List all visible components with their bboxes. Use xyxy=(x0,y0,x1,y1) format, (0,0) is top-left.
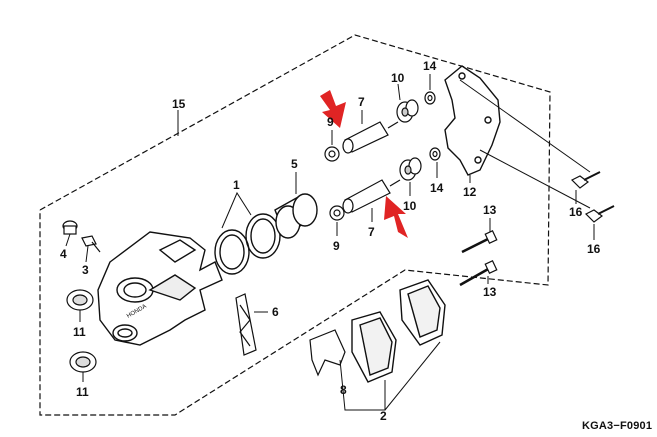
red-arrow-lower xyxy=(384,196,408,238)
boot-upper xyxy=(324,146,340,162)
label-9-lower: 9 xyxy=(333,239,340,253)
caliper-bracket xyxy=(444,65,501,176)
pad-spring xyxy=(235,293,257,356)
label-13-lower: 13 xyxy=(483,285,497,299)
label-11-lower: 11 xyxy=(76,385,89,399)
brake-pad-outer xyxy=(399,279,446,346)
label-16-upper: 16 xyxy=(569,205,583,219)
slide-pin-lower xyxy=(342,179,401,214)
label-14-lower: 14 xyxy=(430,181,444,195)
slide-pin-upper xyxy=(342,121,399,154)
bleeder-cap xyxy=(62,220,78,235)
label-11-upper: 11 xyxy=(73,325,86,339)
pin-boot-lower xyxy=(399,157,422,181)
mount-bolt-lower xyxy=(584,205,615,223)
label-10-lower: 10 xyxy=(403,199,417,213)
label-14-upper: 14 xyxy=(423,59,437,73)
label-12: 12 xyxy=(463,185,477,199)
label-15: 15 xyxy=(172,97,186,111)
label-1: 1 xyxy=(233,178,240,192)
piston-seal-set xyxy=(214,213,281,275)
bolt-lower xyxy=(459,259,498,287)
plug-lower xyxy=(69,351,97,373)
plug-upper xyxy=(66,289,94,311)
label-13-upper: 13 xyxy=(483,203,497,217)
label-2: 2 xyxy=(380,409,387,423)
mount-bolt-upper xyxy=(570,171,601,189)
bolt-upper xyxy=(461,229,498,254)
bleeder-screw xyxy=(81,235,101,253)
label-10-upper: 10 xyxy=(391,71,405,85)
label-7-lower: 7 xyxy=(368,225,375,239)
label-16-lower: 16 xyxy=(587,242,601,256)
brake-pad-inner xyxy=(351,311,397,383)
label-8: 8 xyxy=(340,383,347,397)
label-6: 6 xyxy=(272,305,279,319)
label-7-upper: 7 xyxy=(358,95,365,109)
washer-lower xyxy=(429,147,441,161)
caliper-piston xyxy=(274,193,318,239)
washer-upper xyxy=(424,91,436,105)
pin-boot-upper xyxy=(396,99,419,123)
caliper-body: HONDA xyxy=(97,231,223,346)
label-5: 5 xyxy=(291,157,298,171)
label-3: 3 xyxy=(82,263,89,277)
label-4: 4 xyxy=(60,247,67,261)
boot-lower xyxy=(329,205,345,221)
figure-code: KGA3−F0901 xyxy=(582,420,652,432)
red-arrow-upper xyxy=(320,90,346,128)
assembly-boundary xyxy=(39,34,551,416)
label-9-upper: 9 xyxy=(327,115,334,129)
pad-shim xyxy=(309,329,346,377)
